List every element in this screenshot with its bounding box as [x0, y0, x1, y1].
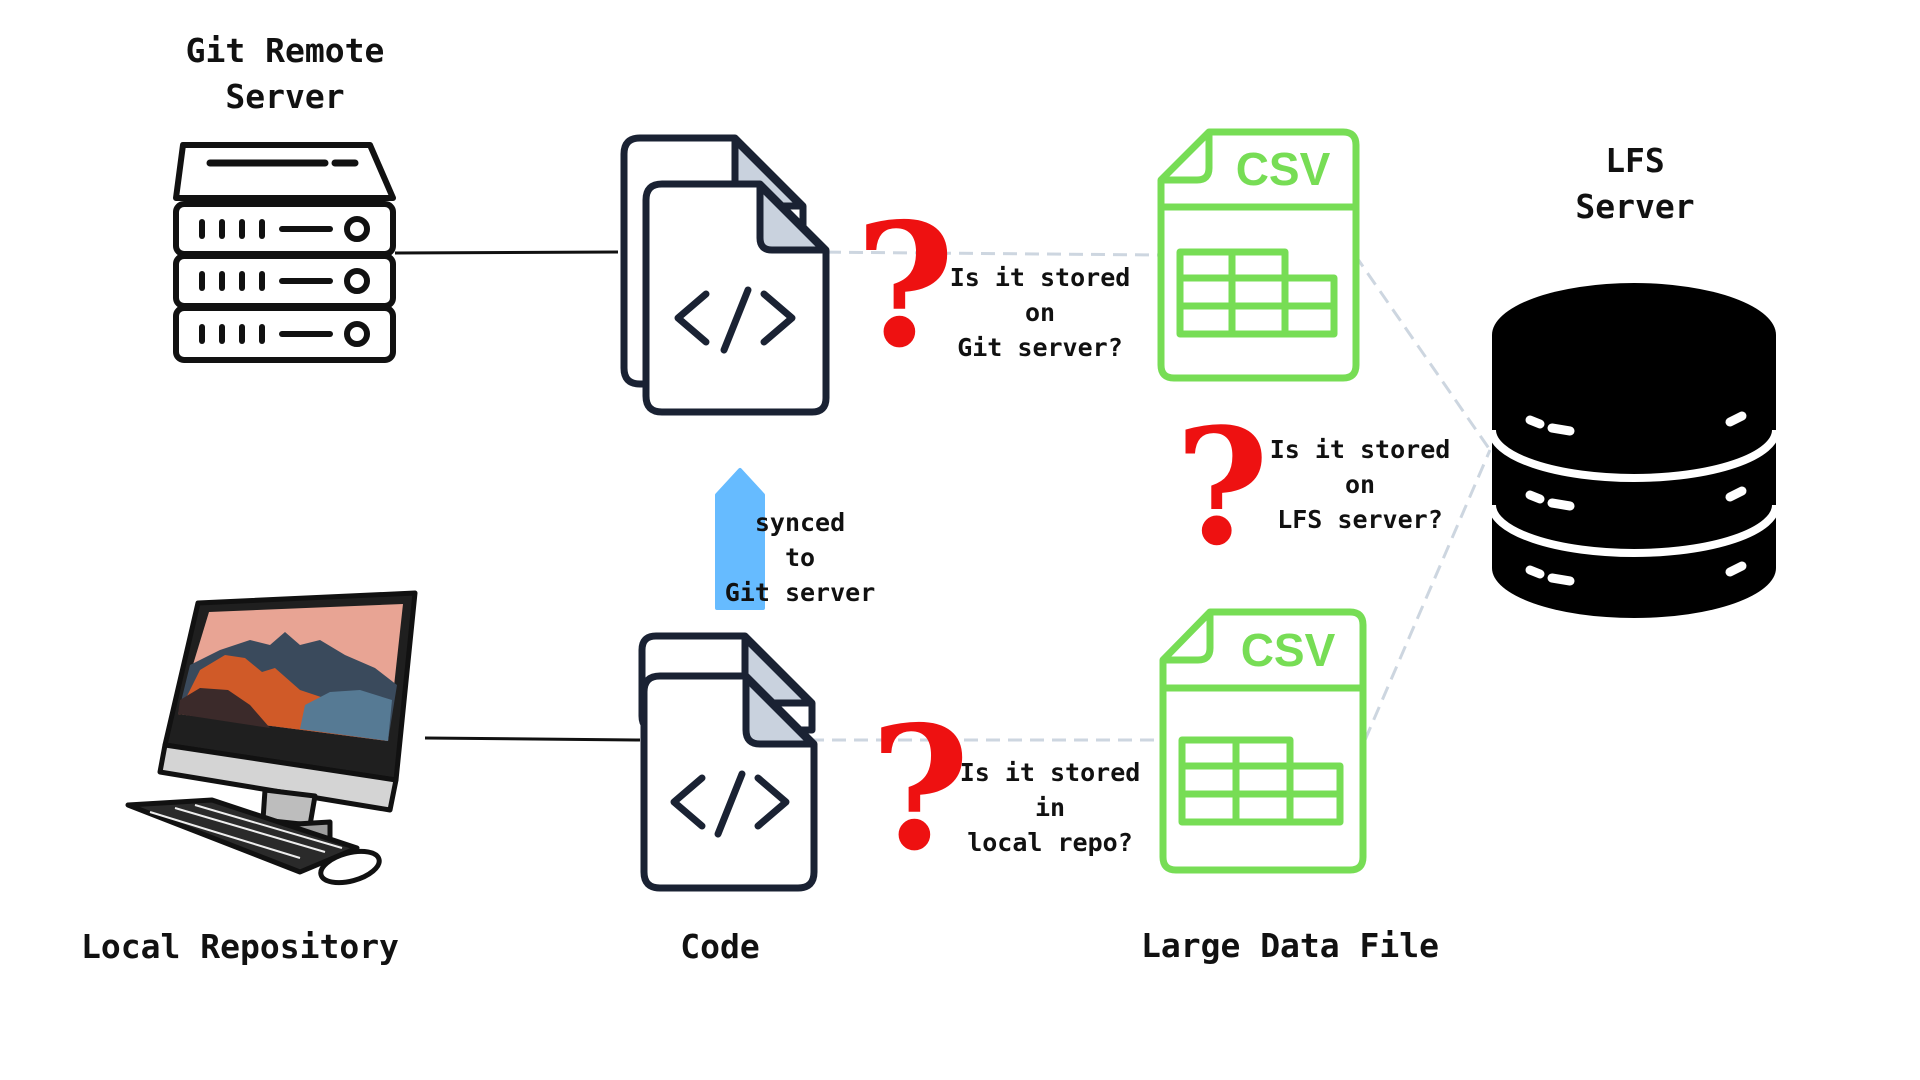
csv-label: CSV	[1236, 143, 1331, 195]
git-remote-server-label: Git Remote Server	[185, 31, 385, 116]
csv-top-to-lfs-dashed	[1353, 254, 1492, 451]
stored-in-local-repo-question: Is it stored in local repo?	[959, 758, 1141, 857]
code-file-icon	[620, 134, 830, 416]
local-repository-label: Local Repository	[81, 927, 399, 966]
database-icon	[1488, 283, 1780, 618]
desktop-computer-icon	[125, 590, 418, 886]
question-mark-icon: ?	[855, 186, 955, 386]
csv-file-icon	[1157, 128, 1360, 382]
synced-to-git-server-label: synced to Git server	[724, 508, 876, 607]
stored-on-lfs-server-question: Is it stored on LFS server?	[1269, 435, 1451, 534]
stored-on-git-server-question: Is it stored on Git server?	[949, 263, 1131, 362]
csv-file-icon	[1159, 608, 1367, 874]
server-rack-icon	[173, 142, 396, 363]
question-mark-icon: ?	[870, 689, 970, 889]
csv-bottom-to-lfs-dashed	[1363, 449, 1492, 741]
computer-to-code-line	[424, 736, 641, 742]
question-mark-icon: ?	[1175, 393, 1269, 581]
up-arrow-icon	[715, 468, 765, 610]
code-file-icon	[638, 632, 818, 892]
server-to-code-line	[394, 250, 619, 255]
csv-label: CSV	[1241, 624, 1336, 676]
code-to-csv-top-dashed	[804, 250, 1161, 257]
lfs-server-label: LFS Server	[1575, 141, 1695, 226]
large-data-file-label: Large Data File	[1140, 926, 1439, 965]
code-label: Code	[680, 927, 760, 966]
